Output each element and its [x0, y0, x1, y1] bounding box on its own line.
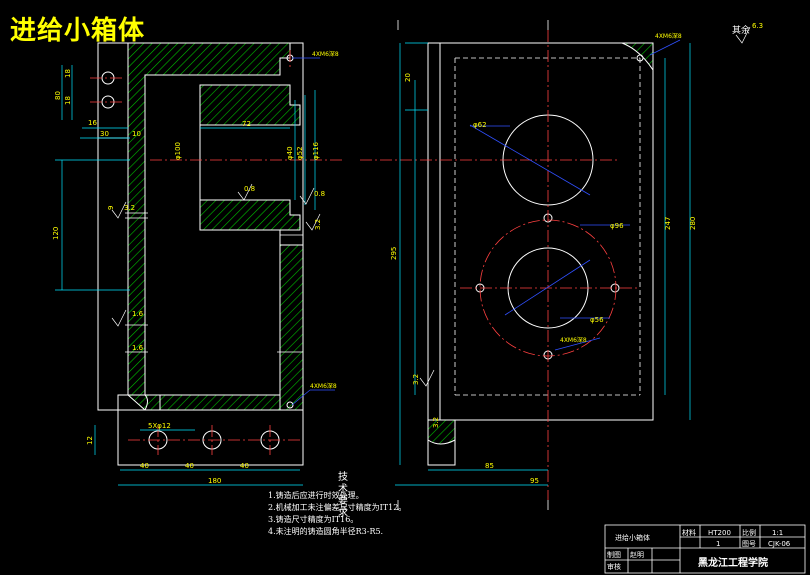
bottom-fillet-hatch	[143, 394, 161, 411]
dim-text: φ100	[174, 142, 182, 160]
dim-text: 3.2	[432, 417, 440, 428]
dim-text: φ52	[296, 146, 304, 160]
dim-text: 3.2	[124, 204, 135, 212]
bolt-circle	[479, 219, 617, 357]
tb-material-label: 材料	[682, 528, 696, 537]
right-view	[427, 42, 654, 466]
right-leaders	[469, 39, 681, 351]
tb-material: HT200	[708, 529, 731, 537]
right-dimension-lines	[395, 42, 691, 486]
dim-text: 20	[404, 73, 412, 82]
dim-text: φ62	[473, 121, 487, 129]
roughness-note: 其余	[732, 24, 750, 36]
dim-text: 9	[107, 206, 115, 210]
dim-text: 1.6	[132, 310, 144, 318]
dim-text: 3.2	[314, 219, 322, 230]
dim-text: 95	[530, 477, 539, 485]
upper-bearing-hatch	[199, 84, 301, 126]
tech-req-line: 3.铸造尺寸精度为IT16。	[268, 515, 359, 524]
tapped-hole-bottom	[286, 401, 294, 409]
dim-text: 4XM6深8	[310, 382, 337, 390]
tb-drawn-label: 制图	[607, 550, 621, 559]
dim-text: φ56	[590, 316, 604, 324]
dim-text: φ96	[610, 222, 624, 230]
dim-text: 4XM6深8	[312, 50, 339, 58]
left-centerlines	[90, 50, 345, 455]
tech-req-line: 4.未注明的铸造圆角半径R3-R5.	[268, 527, 384, 536]
dim-text: 18	[64, 96, 72, 105]
dim-text: φ40	[286, 146, 294, 160]
dim-text: 85	[485, 462, 494, 470]
tb-drawing-no-label: 图号	[742, 540, 756, 548]
dim-text: 40	[240, 462, 249, 470]
right-lip-hatch	[427, 419, 456, 445]
dim-text: 0.8	[244, 185, 255, 193]
dim-text: 247	[664, 217, 672, 230]
left-section-view	[97, 42, 304, 466]
drawing-title: 进给小箱体	[10, 16, 146, 46]
dim-text: 30	[100, 130, 109, 138]
dim-text: 40	[140, 462, 149, 470]
dim-text: 295	[390, 247, 398, 260]
dim-text: 0.8	[314, 190, 325, 198]
tb-checked-label: 审核	[607, 562, 621, 571]
tb-quantity: 1	[716, 540, 720, 548]
dim-text: 4XM6深8	[560, 336, 587, 344]
dim-text: 5Xφ12	[148, 422, 171, 430]
dim-text: 72	[242, 120, 251, 128]
title-block: 进给小箱体 材料 HT200 比例 1:1 1 图号 CJK-06 制图 赵明 …	[604, 524, 806, 574]
dim-text: 18	[64, 69, 72, 78]
dimension-text: 18 18 80 16 30 10 120 9 4XM6深8 72 φ100 φ…	[52, 32, 697, 485]
section-markers	[125, 20, 549, 510]
tech-req-line: 2.机械加工未注偏差尺寸精度为IT12。	[268, 503, 407, 512]
dim-text: φ116	[312, 141, 320, 160]
tb-scale: 1:1	[772, 529, 783, 537]
right-wall-hatch	[279, 244, 304, 411]
top-left-flange	[97, 42, 129, 139]
dim-text: 16	[88, 119, 97, 127]
tb-scale-label: 比例	[742, 528, 756, 537]
tb-part-name: 进给小箱体	[615, 533, 650, 542]
dim-text: 280	[689, 217, 697, 230]
tb-school: 黑龙江工程学院	[698, 556, 768, 569]
dim-text: 40	[185, 462, 194, 470]
dim-text: 120	[52, 227, 60, 240]
tech-req-line: 1.铸造后应进行时效处理。	[268, 491, 364, 500]
dim-text: 12	[86, 436, 94, 445]
right-centerlines	[360, 30, 640, 500]
dim-text: 80	[54, 91, 62, 100]
tech-req-heading: 技术要求	[338, 472, 348, 519]
dim-text: 3.2	[412, 374, 420, 385]
dim-text: 180	[208, 477, 221, 485]
dim-text: 10	[132, 130, 141, 138]
left-dimension-lines	[55, 65, 316, 486]
lower-bearing-hatch	[199, 199, 301, 231]
left-leaders	[291, 57, 335, 406]
right-hidden-lines	[454, 57, 641, 396]
dim-text: 1.6	[132, 344, 144, 352]
tb-drawn-by: 赵明	[630, 550, 644, 559]
dim-text: 4XM6深8	[655, 32, 682, 40]
roughness-value: 6.3	[752, 22, 763, 30]
right-body-outline	[427, 42, 654, 421]
tb-drawing-no: CJK-06	[768, 540, 791, 548]
